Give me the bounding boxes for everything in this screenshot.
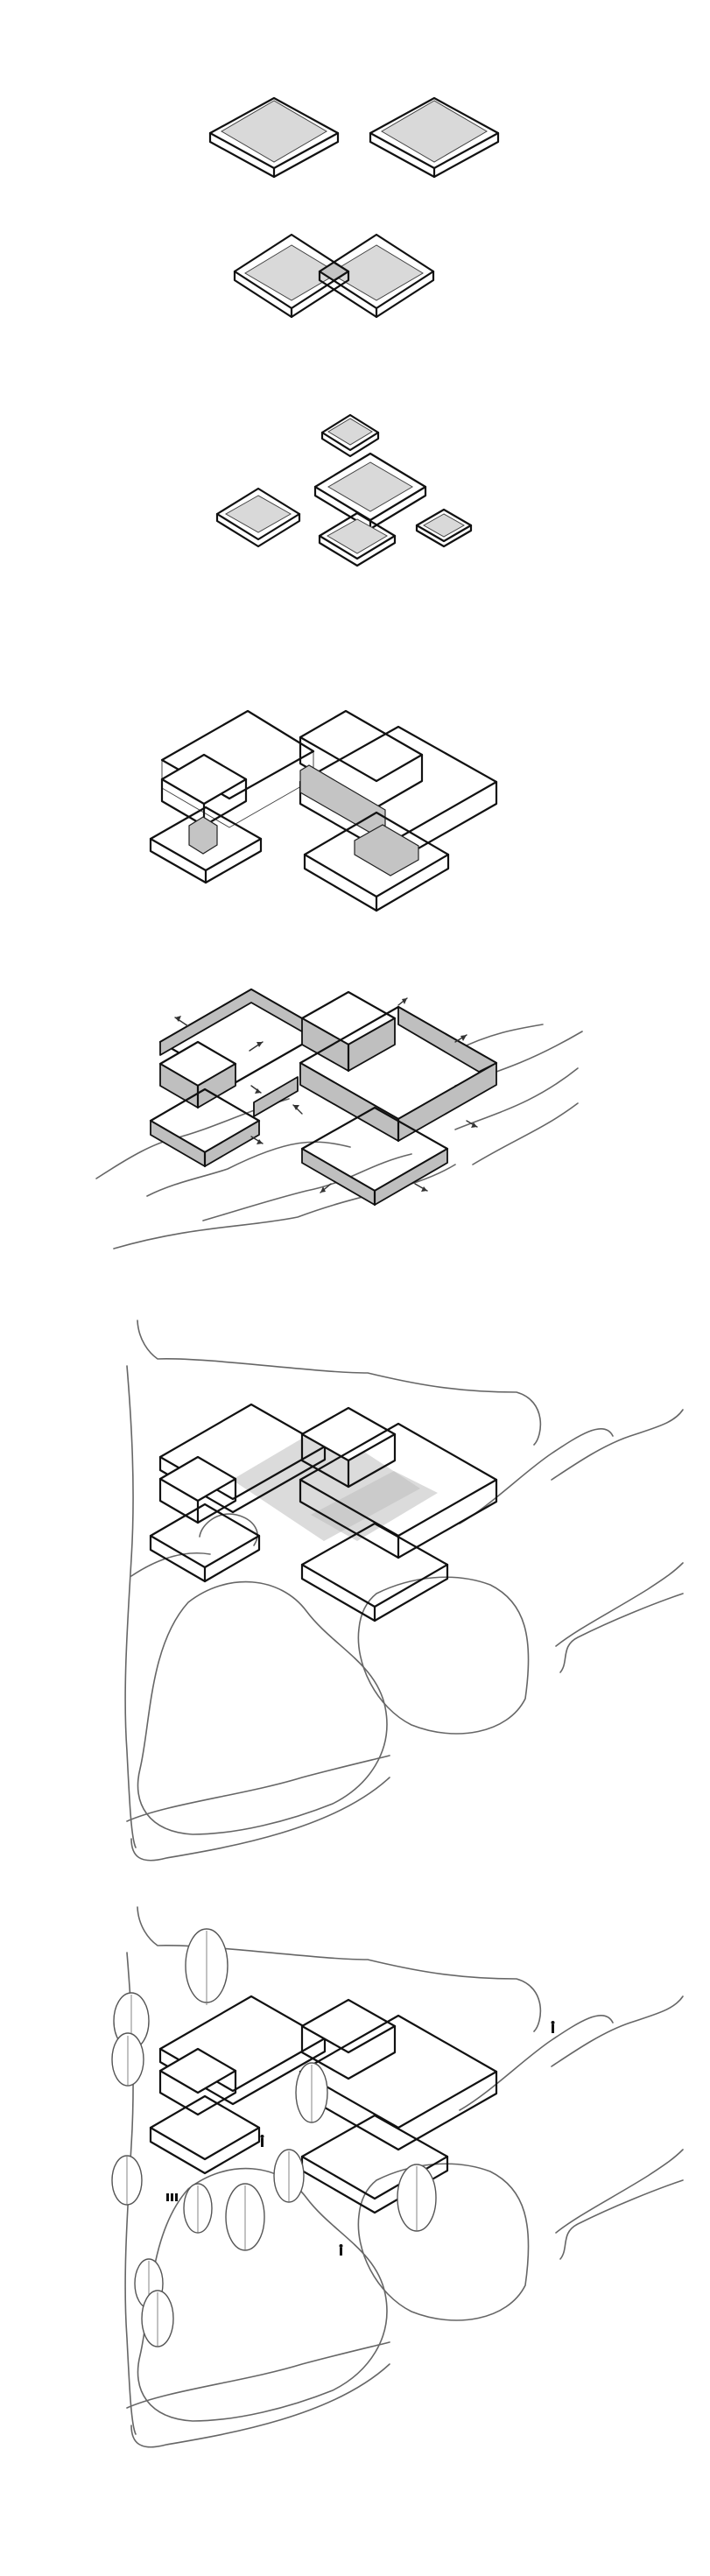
person-figure (340, 2244, 343, 2256)
person-figure (552, 2021, 555, 2033)
tree (112, 2033, 144, 2086)
person-figure (261, 2135, 264, 2147)
arrow (455, 1035, 467, 1042)
arrow (251, 1086, 261, 1094)
arrow (398, 998, 407, 1005)
tree (186, 1929, 228, 2005)
stage-2-overlapping-plates (235, 235, 433, 317)
arrow (250, 1042, 263, 1051)
arrow (293, 1105, 302, 1114)
arrow (320, 1184, 331, 1193)
tree (274, 2150, 304, 2202)
stage-6-site-plan (125, 1320, 683, 1861)
person-figure (166, 2193, 178, 2201)
arrow (415, 1184, 427, 1192)
tree (184, 2184, 212, 2233)
arrow (251, 1137, 263, 1144)
stage-1-two-plates (210, 98, 498, 177)
tree (296, 2063, 327, 2123)
stage-4-stacked-volumes (151, 711, 496, 911)
plate (210, 98, 338, 177)
tree (112, 2156, 142, 2205)
tree (142, 2291, 173, 2347)
plate (370, 98, 498, 177)
tree (226, 2184, 264, 2250)
stage-3-scattered-plates (217, 415, 471, 566)
tree (397, 2164, 436, 2231)
arrow (175, 1016, 188, 1026)
stage-7-trees-people (112, 1907, 683, 2447)
stage-5-contours-arrows (96, 989, 582, 1249)
